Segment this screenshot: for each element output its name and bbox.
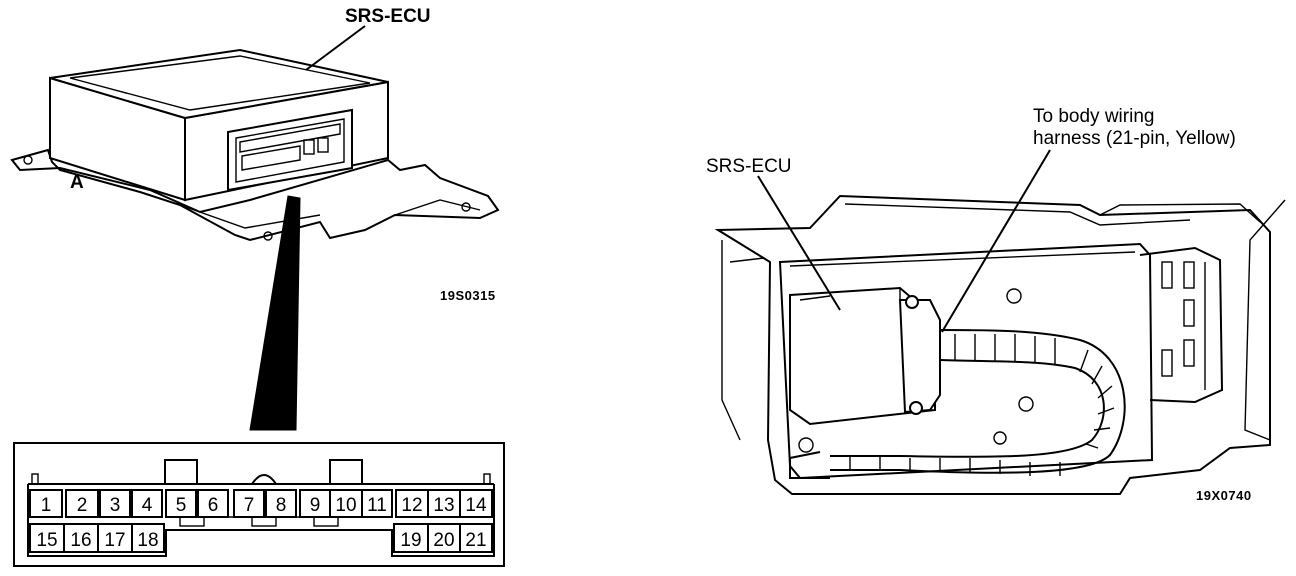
- right-figure: SRS-ECU To body wiring harness (21-pin, …: [706, 106, 1286, 503]
- connector-detail: 1 2 3 4 5 6 7 8 9 10 11 12 13 14 15 16 1…: [13, 442, 505, 567]
- pin-14: 14: [465, 495, 487, 516]
- pin-12: 12: [401, 495, 422, 516]
- recess-hole-3: [798, 437, 814, 453]
- wiring-harness: [789, 329, 1126, 479]
- floor-panel-outline: [714, 194, 1271, 495]
- pin-1: 1: [41, 495, 52, 516]
- latch-hook: [251, 474, 277, 485]
- left-figure-code: 19S0315: [440, 288, 496, 303]
- pin-10: 10: [335, 495, 356, 516]
- bracket-hole-bottom: [263, 231, 273, 241]
- connector-frame: [13, 442, 505, 567]
- harness-leader: [941, 149, 1051, 333]
- pin-19: 19: [400, 530, 421, 551]
- harness-label-line1: To body wiring: [1033, 106, 1154, 127]
- pin-9: 9: [310, 495, 321, 516]
- ecu-title: SRS-ECU: [345, 6, 431, 27]
- point-label-a: A: [70, 172, 84, 193]
- latch-tab-left: [164, 459, 198, 485]
- pin-7: 7: [244, 495, 255, 516]
- pin-row-1: 1 2 3 4 5 6 7 8 9 10 11 12 13 14: [29, 489, 493, 518]
- connector-pointer: [249, 195, 301, 431]
- ecu-label: SRS-ECU: [706, 156, 792, 177]
- pin-15: 15: [36, 530, 57, 551]
- installed-ecu: [789, 286, 941, 426]
- pin-row-2: 15 16 17 18 19 20 21: [29, 523, 493, 553]
- ecu-bolt-bottom: [909, 401, 923, 415]
- pin-4: 4: [142, 495, 153, 516]
- pin-13: 13: [433, 495, 454, 516]
- side-bracket: [1139, 246, 1224, 404]
- ecu-title-leader: [305, 25, 366, 71]
- right-figure-code: 19X0740: [1196, 488, 1252, 503]
- pin-3: 3: [110, 495, 121, 516]
- pin-6: 6: [208, 495, 219, 516]
- left-figure: SRS-ECU A 19S0315: [10, 6, 500, 431]
- pin-5: 5: [176, 495, 187, 516]
- pin-8: 8: [276, 495, 287, 516]
- ecu-bolt-top: [905, 295, 919, 309]
- pin-21: 21: [465, 530, 486, 551]
- latch-tab-right: [329, 459, 363, 485]
- pin-20: 20: [433, 530, 454, 551]
- recess-hole-4: [993, 431, 1007, 445]
- recess-hole-1: [1006, 288, 1022, 304]
- harness-label-line2: harness (21-pin, Yellow): [1033, 128, 1236, 149]
- bracket-hole-left: [23, 155, 33, 165]
- pin-16: 16: [70, 530, 91, 551]
- recess-hole-2: [1018, 396, 1034, 412]
- ecu-box-top: [49, 48, 389, 120]
- pin-18: 18: [137, 530, 158, 551]
- pin-17: 17: [104, 530, 125, 551]
- ecu-leader: [757, 175, 841, 311]
- pin-2: 2: [77, 495, 88, 516]
- pin-11: 11: [367, 495, 387, 516]
- ecu-connector-port: [227, 108, 353, 192]
